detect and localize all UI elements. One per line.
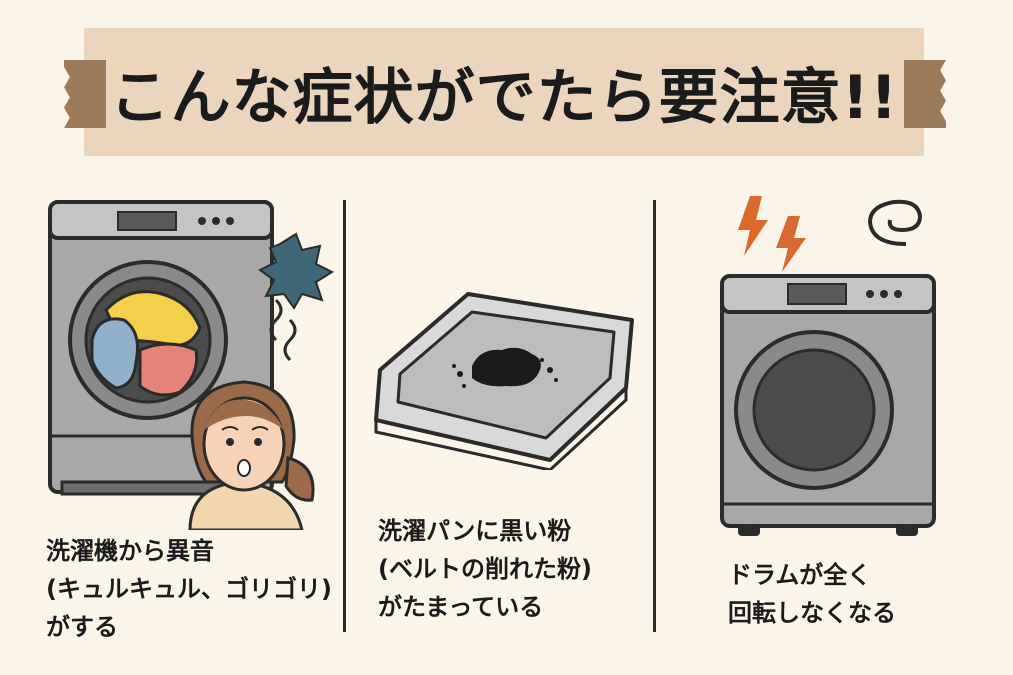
tape-right bbox=[904, 60, 946, 128]
title-banner: こんな症状がでたら要注意!! bbox=[84, 28, 924, 156]
divider-1 bbox=[343, 200, 346, 632]
worried-woman bbox=[188, 380, 315, 530]
lightning-icon-2 bbox=[776, 216, 806, 272]
spiral-icon bbox=[867, 199, 923, 246]
divider-2 bbox=[653, 200, 656, 632]
caption-line: 洗濯機から異音 bbox=[46, 537, 214, 565]
washing-machine-noise-illustration bbox=[48, 200, 335, 530]
caption-panel-2: 洗濯パンに黒い粉 (ベルトの削れた粉) がたまっている bbox=[378, 512, 592, 626]
caption-line: ドラムが全く bbox=[728, 561, 872, 589]
lightning-icon bbox=[738, 196, 768, 256]
caption-line: 洗濯パンに黒い粉 bbox=[378, 517, 572, 545]
caption-line: (ベルトの削れた粉) bbox=[378, 555, 592, 583]
drain-pan-powder-illustration bbox=[374, 292, 634, 470]
caption-line: 回転しなくなる bbox=[728, 599, 896, 627]
black-powder bbox=[472, 347, 541, 387]
noise-burst bbox=[258, 232, 335, 310]
caption-line: がする bbox=[46, 613, 118, 641]
caption-line: (キュルキュル、ゴリゴリ) bbox=[46, 575, 332, 603]
caption-panel-3: ドラムが全く 回転しなくなる bbox=[728, 556, 896, 632]
caption-line: がたまっている bbox=[378, 593, 544, 621]
blue-cloth bbox=[90, 317, 139, 390]
tape-left bbox=[64, 60, 106, 128]
stopped-machine-illustration bbox=[720, 196, 936, 536]
caption-panel-1: 洗濯機から異音 (キュルキュル、ゴリゴリ) がする bbox=[46, 532, 332, 646]
pink-cloth bbox=[138, 342, 199, 397]
banner-title: こんな症状がでたら要注意!! bbox=[109, 62, 899, 133]
